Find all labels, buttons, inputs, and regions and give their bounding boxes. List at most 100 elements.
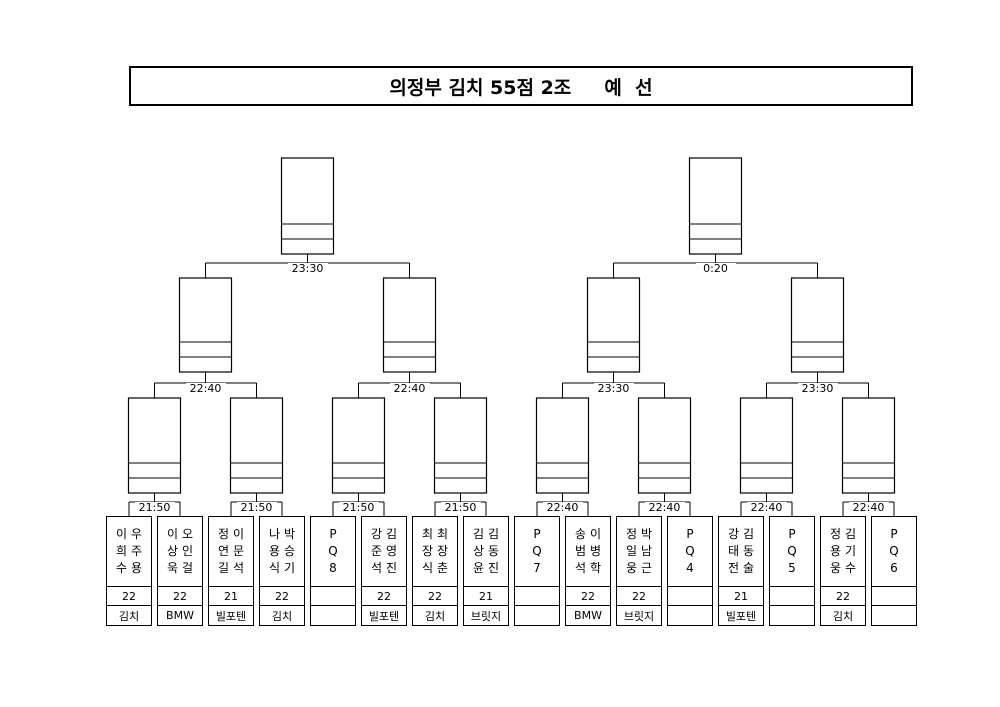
name-char: 영 <box>386 543 398 558</box>
name-char: 이 <box>590 526 602 541</box>
name-char: 웅 <box>829 560 841 575</box>
name-char: 걸 <box>182 560 194 575</box>
team-number <box>872 587 916 607</box>
name-char: 최 <box>421 526 433 541</box>
name-char: 김 <box>472 526 484 541</box>
team-club: 빌포텐 <box>215 609 247 623</box>
name-char: 김 <box>743 526 755 541</box>
name-char: 장 <box>421 543 433 558</box>
name-char: Q <box>787 543 797 558</box>
team-number: 22 <box>566 587 610 607</box>
name-char: 강 <box>727 526 739 541</box>
name-char: 5 <box>788 560 796 575</box>
round2-winner-box <box>382 277 437 373</box>
name-char: 정 <box>625 526 637 541</box>
name-char: 우 <box>131 526 143 541</box>
round3-time: 23:30 <box>287 263 328 275</box>
name-char: 장 <box>437 543 449 558</box>
name-char: 기 <box>284 560 296 575</box>
name-char: 김 <box>845 526 857 541</box>
name-char: 학 <box>590 560 602 575</box>
name-char: 4 <box>686 560 694 575</box>
name-char: 박 <box>641 526 653 541</box>
name-char: 용 <box>829 543 841 558</box>
name-char: 문 <box>233 543 245 558</box>
final-winner-box <box>280 157 335 255</box>
round1-time: 22:40 <box>644 502 685 514</box>
round2-winner-box <box>790 277 845 373</box>
name-char: 웅 <box>625 560 637 575</box>
round1-time: 21:50 <box>236 502 277 514</box>
name-char: 기 <box>845 543 857 558</box>
name-char: P <box>533 526 541 541</box>
team-club: 빌포텐 <box>368 609 400 623</box>
name-char: 7 <box>533 560 541 575</box>
team-club: 빌포텐 <box>725 609 757 623</box>
team-club <box>770 606 814 625</box>
team-number <box>668 587 712 607</box>
round1-time: 22:40 <box>542 502 583 514</box>
name-char: 석 <box>574 560 586 575</box>
name-char: 연 <box>217 543 229 558</box>
name-char: 일 <box>625 543 637 558</box>
team-club: 브릿지 <box>470 609 502 623</box>
name-char: 주 <box>131 543 143 558</box>
name-char: P <box>686 526 694 541</box>
round1-time: 22:40 <box>848 502 889 514</box>
name-char: 윤 <box>472 560 484 575</box>
team-number <box>311 587 355 607</box>
page-title: 의정부 김치 55점 2조 예 선 <box>129 66 913 106</box>
round2-winner-box <box>178 277 233 373</box>
team-club: BMW <box>574 609 602 623</box>
team-club: 김치 <box>271 609 293 623</box>
team-club <box>311 606 355 625</box>
name-char: 정 <box>829 526 841 541</box>
name-char: 이 <box>166 526 178 541</box>
name-char: 상 <box>166 543 178 558</box>
name-char: 수 <box>845 560 857 575</box>
team-number: 22 <box>413 587 457 607</box>
name-char: 석 <box>370 560 382 575</box>
name-char: 춘 <box>437 560 449 575</box>
name-char: 승 <box>284 543 296 558</box>
name-char: 태 <box>727 543 739 558</box>
team-number: 22 <box>260 587 304 607</box>
team-number: 22 <box>362 587 406 607</box>
name-char: Q <box>328 543 338 558</box>
name-char: 6 <box>890 560 898 575</box>
name-char: 상 <box>472 543 484 558</box>
